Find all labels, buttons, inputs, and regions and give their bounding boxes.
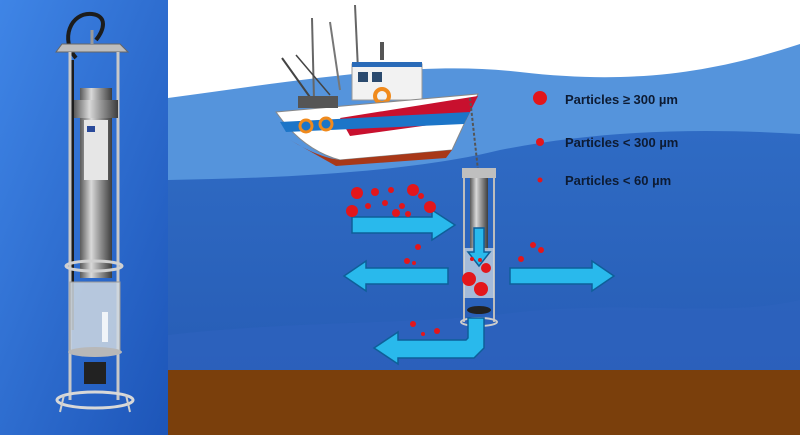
particles-group: [346, 184, 544, 336]
inflow-arrow: [351, 208, 457, 242]
tow-chain: [469, 97, 479, 171]
particle-dot: [388, 187, 394, 193]
fishing-boat-icon: [275, 4, 479, 171]
particle-dot: [530, 242, 536, 248]
particle-dot: [346, 205, 358, 217]
particle-dot: [518, 256, 524, 262]
particle-dot: [392, 209, 400, 217]
boat-stripe: [280, 112, 470, 132]
particle-dot: [399, 203, 405, 209]
particle-dot: [418, 193, 424, 199]
legend-marker-medium: [536, 138, 544, 146]
particle-dot: [410, 321, 416, 327]
particle-dot: [412, 261, 416, 265]
particle-dot: [474, 282, 488, 296]
legend-marker-small: [537, 177, 543, 183]
outflow-right-arrow: [509, 259, 616, 293]
particle-dot: [538, 247, 544, 253]
particle-dot: [382, 200, 388, 206]
particle-dot: [365, 203, 371, 209]
particle-dot: [462, 272, 476, 286]
particle-dot: [404, 258, 410, 264]
sampling-pump-photo: [0, 0, 168, 435]
base-ring: [55, 390, 135, 410]
down-arrow: [466, 227, 492, 268]
flow-arrows: [342, 208, 616, 366]
exhaust-arrow: [372, 317, 485, 366]
particle-dot: [470, 257, 474, 261]
particle-dot: [371, 188, 379, 196]
legend-marker-large: [533, 91, 547, 105]
legend: Particles ≥ 300 µm Particles < 300 µm Pa…: [533, 91, 678, 188]
legend-label-medium: Particles < 300 µm: [565, 135, 678, 150]
particle-dot: [405, 211, 411, 217]
particle-dot: [481, 263, 491, 273]
particle-dot: [407, 184, 419, 196]
hose: [66, 11, 105, 60]
particle-dot: [415, 244, 421, 250]
pump-motor: [80, 88, 112, 278]
filter-cylinder: [70, 282, 120, 352]
legend-label-large: Particles ≥ 300 µm: [565, 92, 678, 107]
outflow-left-arrow: [342, 259, 449, 293]
particle-dot: [351, 187, 363, 199]
particle-dot: [434, 328, 440, 334]
legend-label-small: Particles < 60 µm: [565, 173, 671, 188]
particle-dot: [421, 332, 425, 336]
particle-dot: [478, 258, 482, 262]
particle-dot: [424, 201, 436, 213]
seabed: [168, 370, 800, 435]
